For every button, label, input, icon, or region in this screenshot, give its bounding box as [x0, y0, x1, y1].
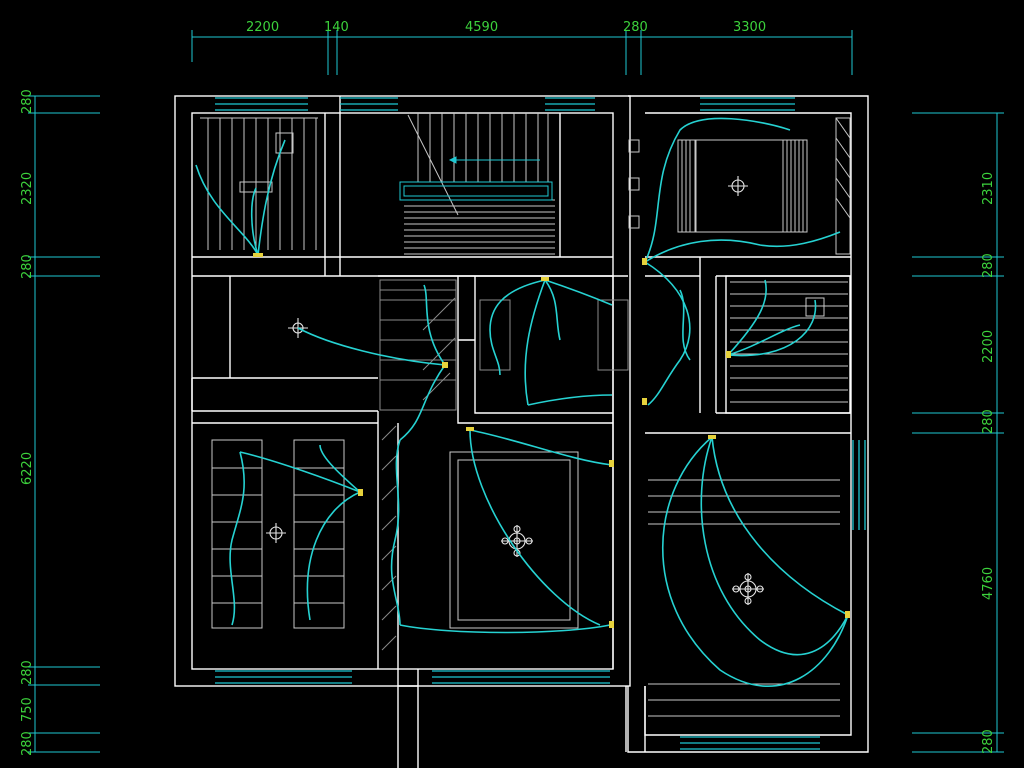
window-bottom-right — [680, 736, 820, 750]
dim-top-2: 140 — [324, 20, 349, 35]
window-top-mid — [340, 97, 398, 111]
window-bottom-mid — [432, 670, 610, 684]
top-dimension-chain: 2200 140 4590 280 3300 — [191, 20, 853, 75]
dim-right-4: 280 — [981, 409, 996, 434]
dim-left-3: 280 — [20, 254, 35, 279]
stair-top-left — [200, 117, 318, 250]
living-area-ceiling — [449, 451, 579, 629]
stair-right-mid — [730, 281, 848, 403]
dim-left-5: 280 — [20, 660, 35, 685]
dim-right-3: 2200 — [981, 330, 996, 363]
dim-right-2: 280 — [981, 253, 996, 278]
wardrobes-bottom-left — [211, 439, 345, 629]
switch-marker-icon — [253, 253, 850, 628]
right-dimension-chain: 2310 280 2200 280 4760 280 — [912, 112, 1004, 754]
window-top-left — [215, 97, 308, 111]
right-room-furniture — [648, 479, 840, 717]
ceiling-light-fixture-icon — [266, 176, 764, 605]
bedroom-furniture-top-right — [628, 117, 851, 255]
window-right-side — [852, 440, 866, 530]
main-staircase — [399, 113, 555, 255]
closet-hatch-panels — [379, 279, 629, 651]
dim-top-3: 4590 — [465, 20, 498, 35]
dim-left-1: 280 — [20, 89, 35, 114]
dim-left-4: 6220 — [20, 452, 35, 485]
electrical-wiring — [195, 117, 849, 688]
dim-right-5: 4760 — [981, 567, 996, 600]
dim-left-6: 750 — [20, 697, 35, 722]
windows — [215, 97, 866, 750]
window-top-stair — [545, 97, 595, 111]
window-top-right — [700, 97, 795, 111]
left-dimension-chain: 280 2320 280 6220 280 750 280 — [20, 89, 100, 756]
dim-top-5: 3300 — [733, 20, 766, 35]
dim-left-7: 280 — [20, 731, 35, 756]
dim-top-1: 2200 — [246, 20, 279, 35]
walls — [174, 95, 869, 768]
dim-right-6: 280 — [981, 729, 996, 754]
window-bottom-left — [215, 670, 352, 684]
dim-top-4: 280 — [623, 20, 648, 35]
dim-right-1: 2310 — [981, 172, 996, 205]
dim-left-2: 2320 — [20, 172, 35, 205]
